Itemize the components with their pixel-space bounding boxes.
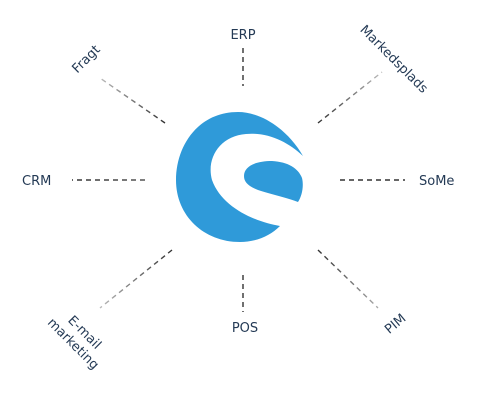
label-email: E-mail marketing xyxy=(44,313,104,373)
label-some: SoMe xyxy=(419,174,454,189)
connector-pim xyxy=(317,249,379,309)
connector-email xyxy=(99,249,173,309)
label-pim: PIM xyxy=(382,311,409,337)
connector-fragt xyxy=(99,77,166,124)
label-pos: POS xyxy=(232,321,258,336)
connector-markedsplads xyxy=(317,71,383,124)
logo-s-icon xyxy=(176,112,303,242)
label-crm: CRM xyxy=(22,174,51,189)
label-markedsplads: Markedsplads xyxy=(357,23,431,97)
label-fragt: Fragt xyxy=(69,42,103,76)
label-erp: ERP xyxy=(230,28,255,43)
